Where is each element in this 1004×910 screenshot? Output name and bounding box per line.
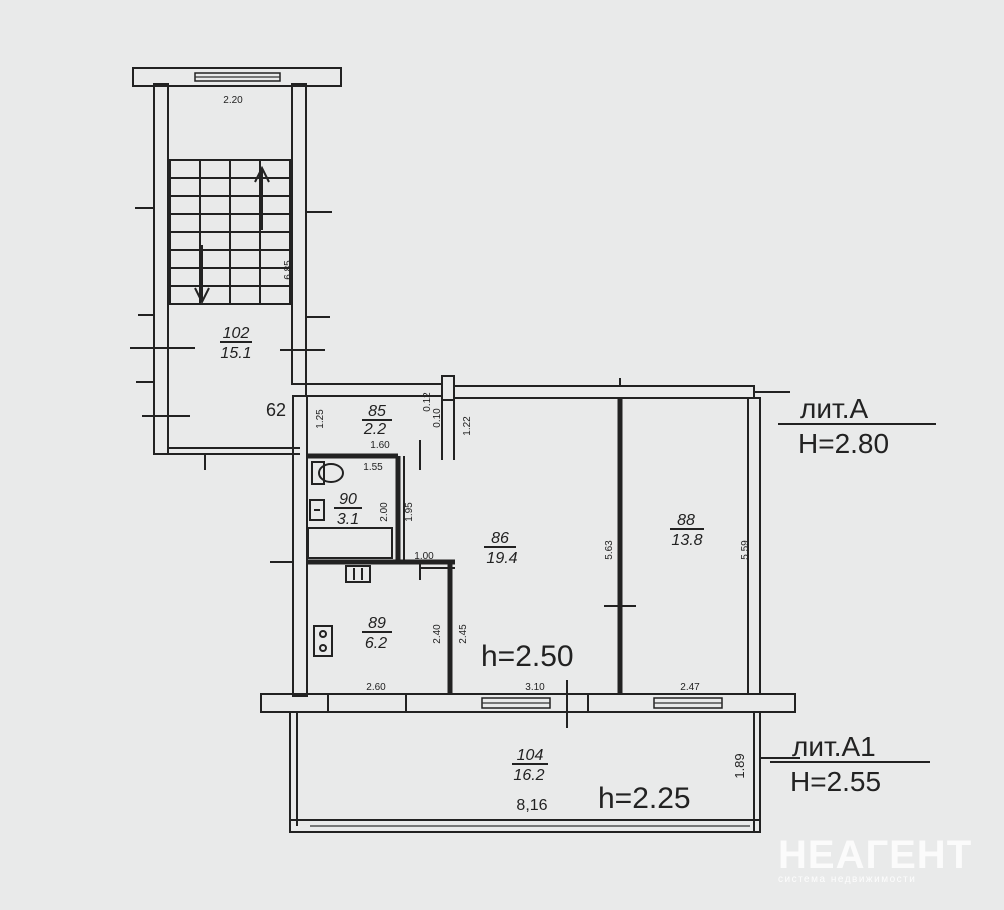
dim-1-00: 1.00 — [414, 551, 434, 562]
liter-a1-name: лит.А1 — [792, 731, 876, 762]
sink-icon — [309, 499, 325, 521]
dim-1-25: 1.25 — [315, 409, 326, 429]
dim-1-89: 1.89 — [732, 753, 747, 778]
dim-62: 62 — [266, 400, 286, 420]
room-89-number: 89 — [368, 615, 386, 632]
watermark-brand: НЕАГЕНТ — [778, 833, 972, 877]
liter-a-height: H=2.80 — [798, 428, 889, 459]
liter-a1-label: лит.А1 H=2.55 — [770, 731, 930, 797]
watermark: НЕАГЕНТ система недвижимости — [778, 833, 972, 885]
room-102-label: 102 15.1 — [220, 325, 252, 362]
dim-2-60: 2.60 — [366, 682, 386, 693]
room-90-number: 90 — [339, 491, 357, 508]
room-102-number: 102 — [223, 325, 250, 342]
dim-2-47: 2.47 — [680, 682, 700, 693]
room-104-area: 16.2 — [513, 767, 544, 784]
stair-steps — [169, 159, 291, 305]
liter-a1-height: H=2.55 — [790, 766, 881, 797]
dim-5-63: 5.63 — [604, 540, 615, 560]
bathtub-icon — [307, 527, 393, 559]
dim-8-16: 8,16 — [516, 797, 547, 814]
room-86-area: 19.4 — [486, 550, 517, 567]
room-85-label: 85 2.2 — [362, 403, 392, 438]
kitchen-sink-icon — [345, 565, 371, 583]
apartment-walls — [260, 375, 800, 833]
room-104-label: 104 16.2 — [512, 747, 548, 784]
room-90-area: 3.1 — [337, 511, 359, 528]
stove-icon — [313, 625, 333, 657]
liter-a-name: лит.А — [800, 393, 868, 424]
room-88-number: 88 — [677, 512, 695, 529]
dim-stair-width: 2.20 — [223, 95, 243, 106]
dimension-labels: 2.20 6.85 62 1.25 0.12 0.10 1.60 1.22 1.… — [223, 95, 751, 814]
dim-1-55: 1.55 — [363, 462, 383, 473]
dim-0-10: 0.10 — [432, 408, 443, 428]
dim-2-00: 2.00 — [379, 502, 390, 522]
room-104-number: 104 — [517, 747, 544, 764]
room-86-label: 86 19.4 — [484, 530, 518, 567]
dim-2-40: 2.40 — [432, 624, 443, 644]
room-89-area: 6.2 — [365, 635, 387, 652]
stairwell-walls — [132, 67, 342, 455]
up-arrow-icon — [254, 165, 270, 230]
room-86-number: 86 — [491, 530, 509, 547]
dim-1-60: 1.60 — [370, 440, 390, 451]
toilet-icon — [311, 461, 344, 485]
balcony-height: h=2.25 — [598, 782, 691, 815]
watermark-tagline: система недвижимости — [778, 874, 916, 885]
dim-1-22: 1.22 — [462, 416, 473, 436]
dim-1-95: 1.95 — [404, 502, 415, 522]
room-88-area: 13.8 — [671, 532, 702, 549]
room-90-label: 90 3.1 — [334, 491, 362, 528]
down-arrow-icon — [194, 245, 210, 305]
dim-5-59: 5.59 — [740, 540, 751, 560]
room-102-area: 15.1 — [220, 345, 251, 362]
room-88-label: 88 13.8 — [670, 512, 704, 549]
dim-3-10: 3.10 — [525, 682, 545, 693]
room-85-number: 85 — [368, 403, 386, 420]
room-85-area: 2.2 — [363, 421, 386, 438]
dim-0-12: 0.12 — [422, 392, 433, 412]
room-89-label: 89 6.2 — [362, 615, 392, 652]
dim-stair-length: 6.85 — [283, 260, 294, 280]
liter-a-label: лит.А H=2.80 — [778, 393, 936, 459]
wall-ticks — [130, 207, 332, 470]
main-room-height: h=2.50 — [481, 640, 574, 673]
dim-2-45: 2.45 — [458, 624, 469, 644]
